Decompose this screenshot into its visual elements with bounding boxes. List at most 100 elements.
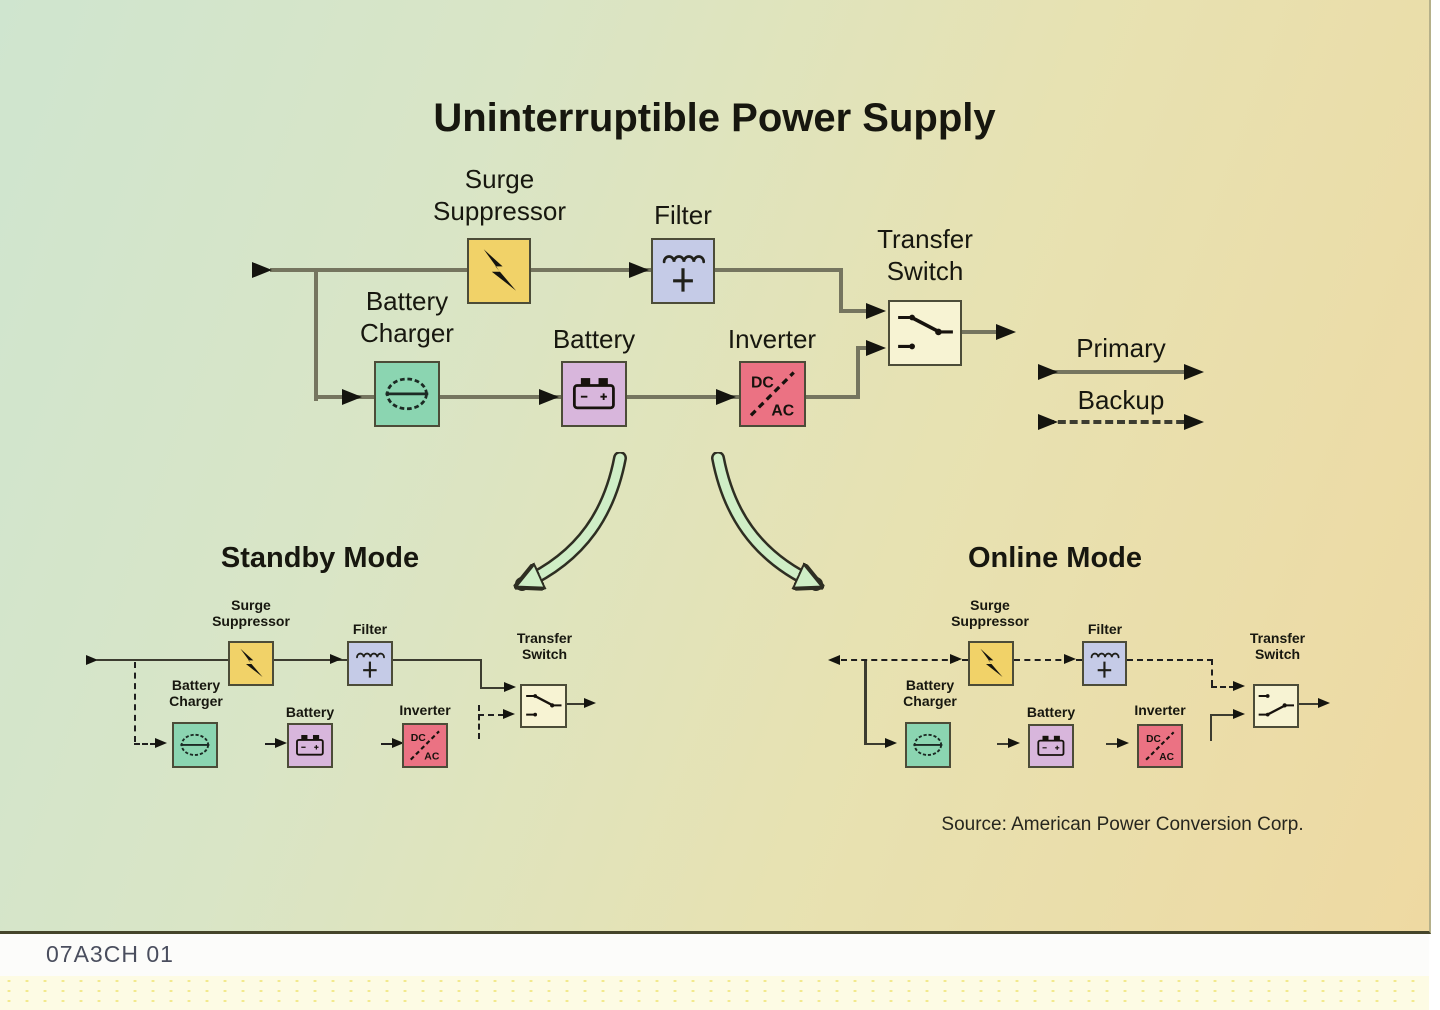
standby-filter-box [347, 641, 393, 686]
online-mode-curved-arrow [711, 452, 850, 591]
online-transfer-switch-label: Transfer Switch [1249, 630, 1306, 663]
wire [270, 268, 467, 272]
arrowhead [716, 389, 736, 405]
standby-battery-charger-label: Battery Charger [169, 677, 223, 710]
arrowhead [86, 655, 98, 665]
battery-icon [1032, 728, 1070, 764]
filter-coil-icon [1086, 645, 1123, 682]
legend-primary-line [1046, 370, 1196, 374]
lightning-bolt-icon [472, 243, 526, 299]
wire [627, 395, 741, 399]
arrowhead [539, 389, 559, 405]
main-inverter-box [739, 361, 806, 427]
dashed-wire [1211, 659, 1213, 686]
legend-backup-line [1046, 420, 1196, 424]
dashed-wire [841, 659, 968, 661]
standby-mode-title: Standby Mode [220, 542, 420, 574]
dashed-wire [1014, 659, 1082, 661]
wire [1106, 743, 1118, 745]
dashed-wire [1211, 686, 1235, 688]
figure-caption-strip: 07A3CH 01 [0, 934, 1429, 976]
wire [962, 330, 998, 334]
wire [393, 659, 482, 661]
dashed-wire [381, 743, 393, 745]
online-inverter-label: Inverter [1134, 702, 1186, 718]
main-surge-suppressor-box [467, 238, 531, 304]
wire [1210, 714, 1212, 741]
main-inverter-label: Inverter [727, 324, 817, 354]
wire [480, 687, 506, 689]
arrowhead [1038, 364, 1058, 380]
arrowhead [629, 262, 649, 278]
arrowhead [584, 698, 596, 708]
wire [567, 703, 585, 705]
wire [804, 395, 860, 399]
standby-battery-box [287, 723, 333, 768]
arrowhead [342, 389, 362, 405]
page-title: Uninterruptible Power Supply [433, 96, 996, 140]
standby-filter-label: Filter [352, 621, 388, 637]
wire [1299, 703, 1319, 705]
switch-icon [522, 686, 565, 726]
main-filter-label: Filter [654, 200, 712, 230]
main-transfer-switch-label: Transfer Switch [877, 224, 973, 286]
online-battery-label: Battery [1026, 704, 1076, 720]
ups-diagram-canvas: Uninterruptible Power Supply [0, 0, 1431, 934]
standby-surge-suppressor-label: Surge Suppressor [212, 597, 290, 630]
dashed-wire [478, 714, 504, 716]
wire [274, 659, 348, 661]
online-filter-box [1082, 641, 1127, 686]
charger-meter-icon [909, 726, 947, 764]
arrowhead [1064, 654, 1076, 664]
dc-ac-icon [406, 727, 444, 764]
standby-battery-label: Battery [285, 704, 335, 720]
wire [856, 348, 860, 399]
dashed-wire [1127, 659, 1213, 661]
main-battery-box [561, 361, 627, 427]
arrowhead [392, 738, 404, 748]
wire [839, 268, 843, 313]
wire [997, 743, 1009, 745]
wire [314, 268, 318, 401]
standby-surge-suppressor-box [228, 641, 274, 686]
dashed-wire [134, 743, 156, 745]
legend-primary-label: Primary [1076, 333, 1166, 363]
arrowhead [330, 654, 342, 664]
standby-transfer-switch-box [520, 684, 567, 728]
online-battery-charger-label: Battery Charger [903, 677, 957, 710]
arrowhead [155, 738, 167, 748]
online-inverter-box [1137, 724, 1183, 768]
wire [856, 346, 870, 350]
dashed-wire [478, 705, 480, 739]
online-filter-label: Filter [1087, 621, 1123, 637]
main-battery-label: Battery [552, 324, 636, 354]
dc-ac-icon [1141, 728, 1179, 764]
arrowhead [504, 682, 516, 692]
online-mode-title: Online Mode [968, 542, 1142, 574]
main-surge-suppressor-label: Surge Suppressor [433, 164, 566, 226]
filter-coil-icon [656, 243, 710, 299]
wire [1210, 714, 1235, 716]
main-battery-charger-box [374, 361, 440, 427]
arrowhead [1038, 414, 1058, 430]
wire [440, 395, 563, 399]
wire [864, 743, 886, 745]
arrowhead [503, 709, 515, 719]
standby-inverter-box [402, 723, 448, 768]
battery-icon [566, 366, 622, 422]
arrowhead [866, 303, 886, 319]
arrowhead [1233, 709, 1245, 719]
standby-inverter-label: Inverter [399, 702, 451, 718]
charger-meter-icon [379, 366, 435, 422]
switch-icon [1255, 686, 1297, 726]
arrowhead [275, 738, 287, 748]
dashed-wire [265, 743, 276, 745]
arrowhead [1117, 738, 1129, 748]
switch-icon [890, 302, 960, 364]
main-battery-charger-label: Battery Charger [360, 286, 454, 348]
arrowhead [252, 262, 272, 278]
arrowhead [885, 738, 897, 748]
arrowhead [1184, 364, 1204, 380]
battery-icon [291, 727, 329, 764]
